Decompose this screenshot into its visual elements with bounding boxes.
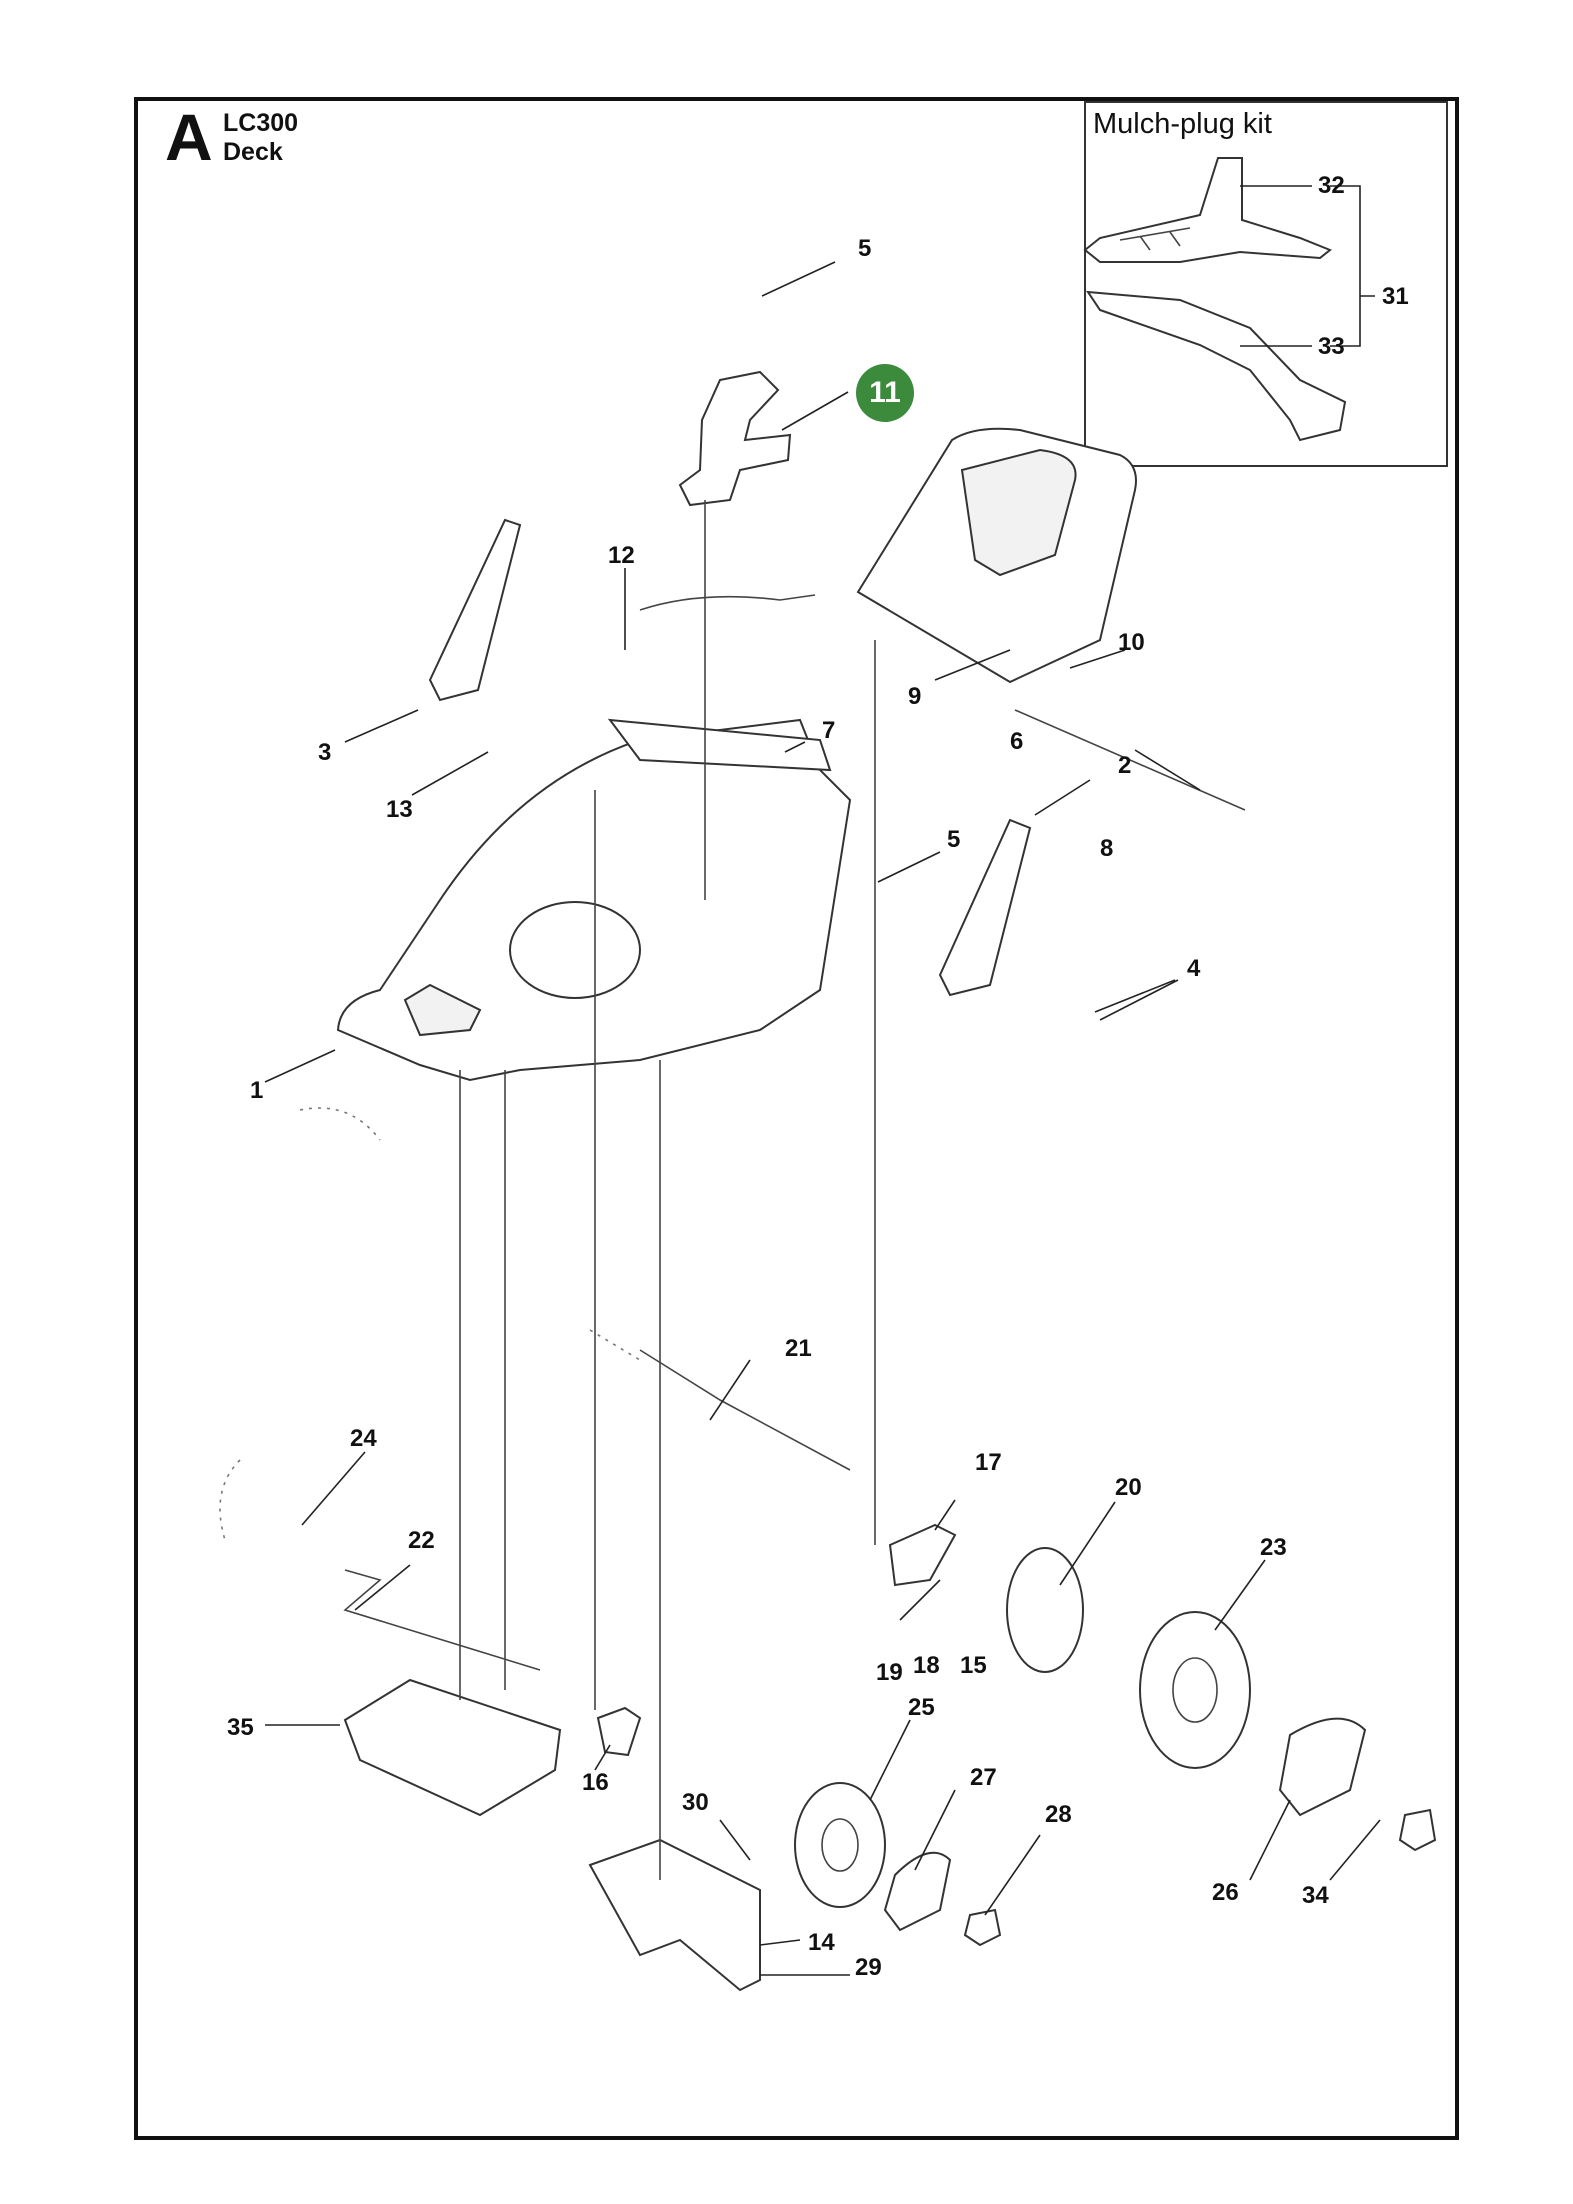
callout-label: 25 <box>908 1694 935 1721</box>
callout-label: 33 <box>1318 333 1345 360</box>
callout-label: 21 <box>785 1335 812 1362</box>
wheel-cover-27 <box>1278 1717 1367 1817</box>
callout-label: 20 <box>1115 1474 1142 1501</box>
washer-29 <box>963 1908 1002 1947</box>
callout-label: 5 <box>947 826 960 853</box>
callout-label: 18 <box>913 1652 940 1679</box>
kit-title: Mulch-plug kit <box>1093 108 1272 140</box>
callout-label: 9 <box>908 683 921 710</box>
callout-label: 7 <box>822 717 835 744</box>
washer-24 <box>1398 1808 1437 1852</box>
callout-label: 14 <box>808 1929 835 1956</box>
axle-22 <box>343 1569 541 1671</box>
height-adjust-bracket-right <box>938 818 1032 997</box>
callout-label: 30 <box>682 1789 709 1816</box>
callout-label: 32 <box>1318 172 1345 199</box>
callout-labels: 5 3 13 1 2 4 9 8 10 5 6 7 12 17 20 23 21… <box>227 172 1409 1981</box>
callout-label: 24 <box>350 1425 377 1452</box>
section-subtitle: Deck <box>223 137 283 166</box>
callout-label: 13 <box>386 796 413 823</box>
rod-9 <box>1014 709 1246 811</box>
bracket-16 <box>888 1523 957 1587</box>
callout-label: 34 <box>1302 1882 1329 1909</box>
callout-label: 27 <box>970 1764 997 1791</box>
leader-lines <box>264 185 1381 1976</box>
callout-label: 23 <box>1260 1534 1287 1561</box>
callout-label: 28 <box>1045 1801 1072 1828</box>
chute-30 <box>588 1838 761 1992</box>
mulch-blade-part <box>1086 290 1347 442</box>
callout-label: 15 <box>960 1652 987 1679</box>
height-adjust-bracket-left <box>428 518 522 702</box>
mulch-plug-part <box>1083 157 1332 263</box>
callout-label: 10 <box>1118 629 1145 656</box>
callout-label: 6 <box>1010 728 1023 755</box>
rear-flap-part <box>856 427 1137 684</box>
callout-label: 3 <box>318 739 331 766</box>
callout-label: 12 <box>608 542 635 569</box>
section-letter: A <box>165 100 213 174</box>
callout-label: 35 <box>227 1714 254 1741</box>
handle-rod-13 <box>639 594 816 611</box>
model-name: LC300 <box>223 109 299 137</box>
callout-label: 8 <box>1100 835 1113 862</box>
callout-label: 16 <box>582 1769 609 1796</box>
model-title: LC300 Deck <box>223 109 298 167</box>
callout-label: 19 <box>876 1659 903 1686</box>
deck-part <box>336 718 852 1082</box>
callout-label: 2 <box>1118 752 1131 779</box>
front-skid-31 <box>343 1678 562 1817</box>
callout-label: 26 <box>1212 1879 1239 1906</box>
callout-label: 17 <box>975 1449 1002 1476</box>
mulch-plug-kit-box <box>1084 101 1448 467</box>
highlighted-part-badge[interactable]: 11 <box>856 364 914 422</box>
rear-wheel-25 <box>1139 1611 1251 1769</box>
axle-21 <box>639 1349 851 1471</box>
callout-label: 5 <box>858 235 871 262</box>
callout-label: 31 <box>1382 283 1409 310</box>
callout-label: 4 <box>1187 955 1201 982</box>
callout-label: 22 <box>408 1527 435 1554</box>
bracket-17 <box>596 1706 642 1757</box>
wheel-cover-28 <box>883 1851 952 1932</box>
callout-label: 29 <box>855 1954 882 1981</box>
drawing-frame <box>134 97 1459 2140</box>
callout-label: 1 <box>250 1077 263 1104</box>
handle-bracket-part <box>678 370 792 507</box>
front-wheel-26 <box>794 1782 886 1908</box>
